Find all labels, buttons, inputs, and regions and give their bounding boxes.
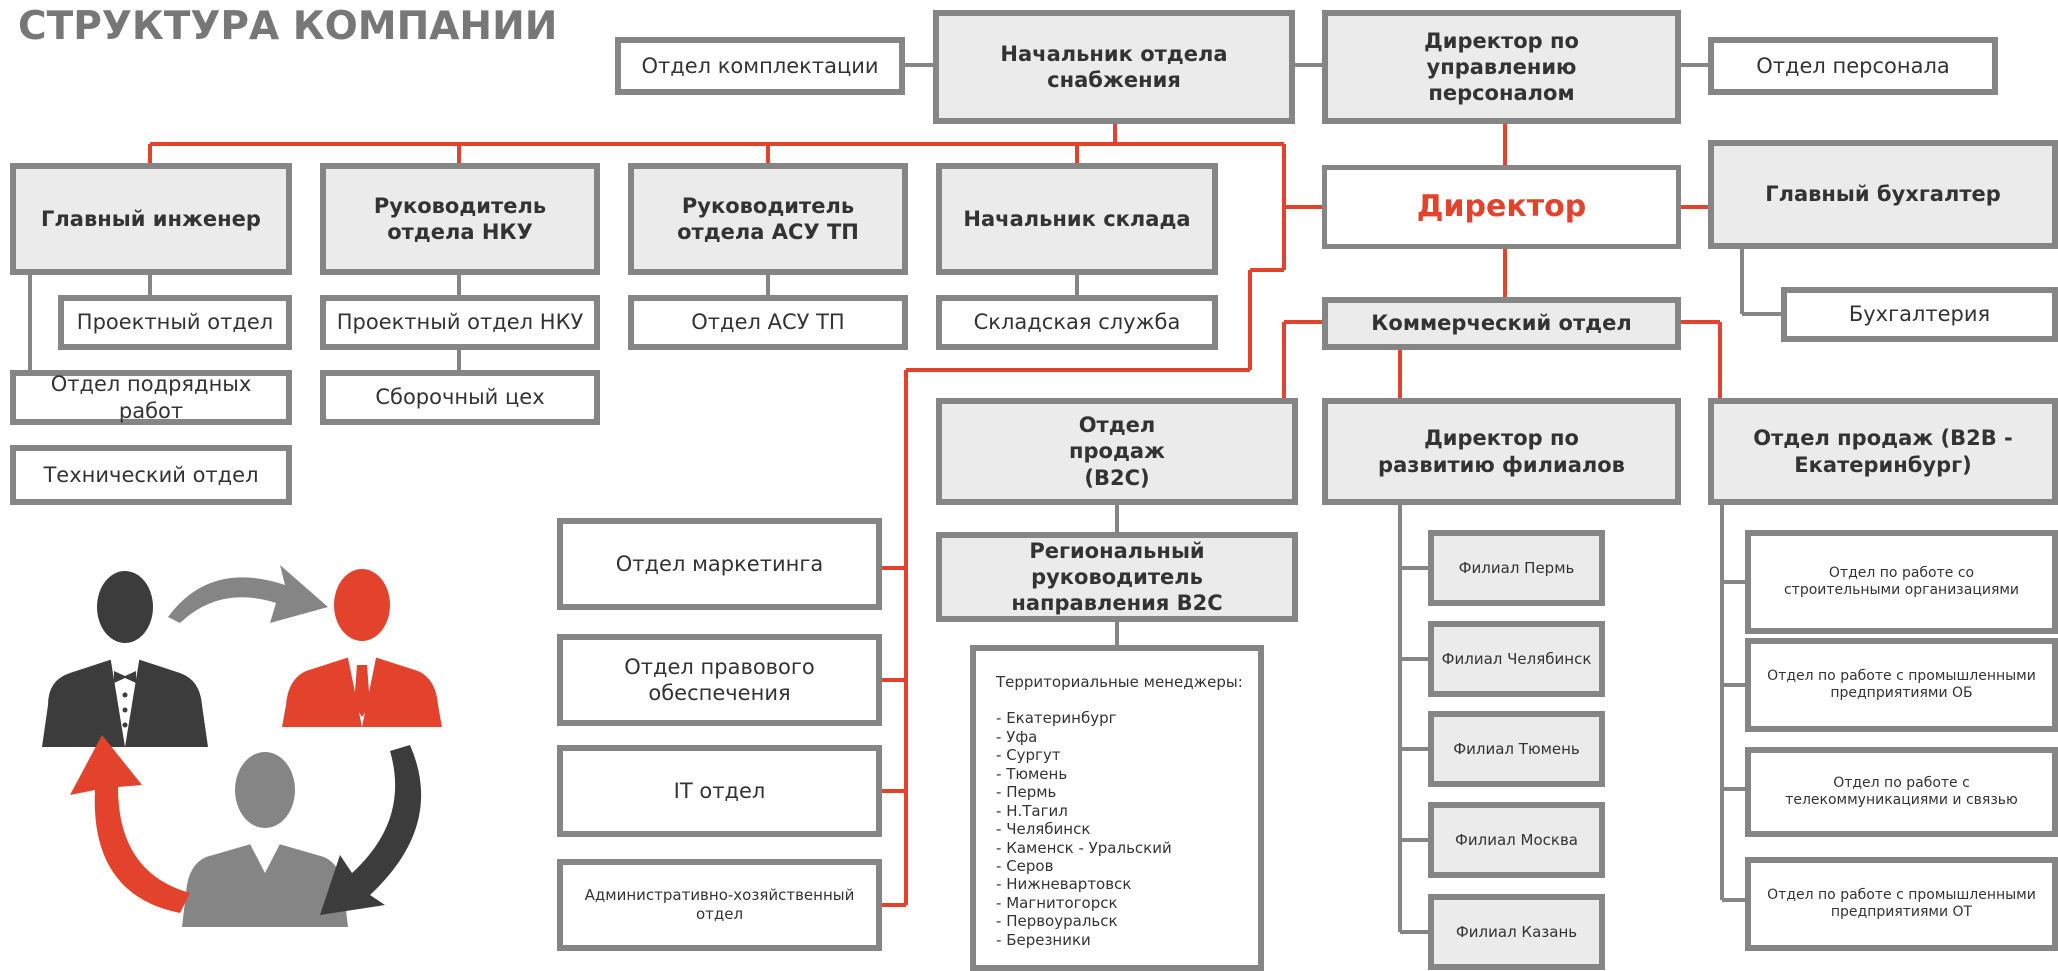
city-item: Челябинск: [996, 820, 1258, 838]
city-item: Магнитогорск: [996, 894, 1258, 912]
city-item: Березники: [996, 931, 1258, 949]
people-cycle-illustration: [42, 565, 442, 927]
arrow-gray-icon: [168, 565, 328, 623]
tehnicheskii-otdel: Технический отдел: [10, 445, 292, 505]
otdel-personala: Отдел персонала: [1708, 37, 1998, 95]
b2b-stroitelnye: Отдел по работе со строительными организ…: [1745, 530, 2058, 634]
director-box: Директор: [1322, 165, 1681, 249]
glavnyi-inzhener: Главный инженер: [10, 163, 292, 275]
otdel-pravovogo: Отдел правового обеспечения: [557, 634, 882, 726]
city-item: Н.Тагил: [996, 802, 1258, 820]
otdel-asu: Отдел АСУ ТП: [628, 295, 908, 350]
otdel-komplektacii: Отдел комплектации: [615, 37, 905, 95]
sborochnyi-ceh: Сборочный цех: [320, 370, 600, 425]
b2b-promyshlennye-ob: Отдел по работе с промышленными предприя…: [1745, 638, 2058, 732]
arrow-dark-icon: [320, 745, 422, 915]
kommercheskii-otdel: Коммерческий отдел: [1322, 297, 1681, 350]
otdel-prodazh-b2b: Отдел продаж (B2B - Екатеринбург): [1708, 398, 2058, 505]
gray-person-icon: [182, 752, 348, 927]
filial-kazan: Филиал Казань: [1428, 894, 1605, 970]
city-item: Тюмень: [996, 765, 1258, 783]
city-item: Екатеринбург: [996, 709, 1258, 727]
city-item: Уфа: [996, 728, 1258, 746]
otdel-prodazh-b2c: Отдел продаж (B2C): [936, 398, 1298, 505]
glavnyi-buhgalter: Главный бухгалтер: [1708, 140, 2058, 249]
otdel-marketinga: Отдел маркетинга: [557, 518, 882, 610]
regionalnyi-rukovoditel: Региональный руководитель направления B2…: [936, 532, 1298, 622]
red-person-icon: [282, 569, 442, 727]
filial-tyumen: Филиал Тюмень: [1428, 711, 1605, 787]
nachalnik-sklada: Начальник склада: [936, 163, 1218, 275]
b2b-telekom: Отдел по работе с телекоммуникациями и с…: [1745, 747, 2058, 837]
territorial-managers: Территориальные менеджеры: Екатеринбург …: [970, 645, 1264, 971]
proektnyi-otdel: Проектный отдел: [58, 295, 292, 350]
city-item: Пермь: [996, 783, 1258, 801]
city-item: Каменск - Уральский: [996, 839, 1258, 857]
it-otdel: IT отдел: [557, 745, 882, 837]
arrow-red-icon: [70, 735, 190, 913]
direktor-personal: Директор по управлению персоналом: [1322, 10, 1681, 124]
filial-moskva: Филиал Москва: [1428, 802, 1605, 878]
page-title: СТРУКТУРА КОМПАНИИ: [18, 4, 558, 49]
ahs-otdel: Административно-хозяйственный отдел: [557, 859, 882, 951]
b2b-promyshlennye-ot: Отдел по работе с промышленными предприя…: [1745, 857, 2058, 951]
otdel-podryadnyh: Отдел подрядных работ: [10, 370, 292, 425]
filial-perm: Филиал Пермь: [1428, 530, 1605, 606]
rukovoditel-nku: Руководитель отдела НКУ: [320, 163, 600, 275]
direktor-filialov: Директор по развитию филиалов: [1322, 398, 1681, 505]
nachalnik-snabzheniya: Начальник отдела снабжения: [933, 10, 1295, 124]
filial-chelyabinsk: Филиал Челябинск: [1428, 621, 1605, 697]
buhgalteriya: Бухгалтерия: [1781, 287, 2058, 342]
city-item: Нижневартовск: [996, 875, 1258, 893]
city-item: Сургут: [996, 746, 1258, 764]
rukovoditel-asu: Руководитель отдела АСУ ТП: [628, 163, 908, 275]
territorial-heading: Территориальные менеджеры:: [996, 673, 1243, 691]
proektnyi-otdel-nku: Проектный отдел НКУ: [320, 295, 600, 350]
city-item: Серов: [996, 857, 1258, 875]
dark-person-icon: [42, 571, 208, 747]
skladskaya-sluzhba: Складская служба: [936, 295, 1218, 350]
city-item: Первоуральск: [996, 912, 1258, 930]
